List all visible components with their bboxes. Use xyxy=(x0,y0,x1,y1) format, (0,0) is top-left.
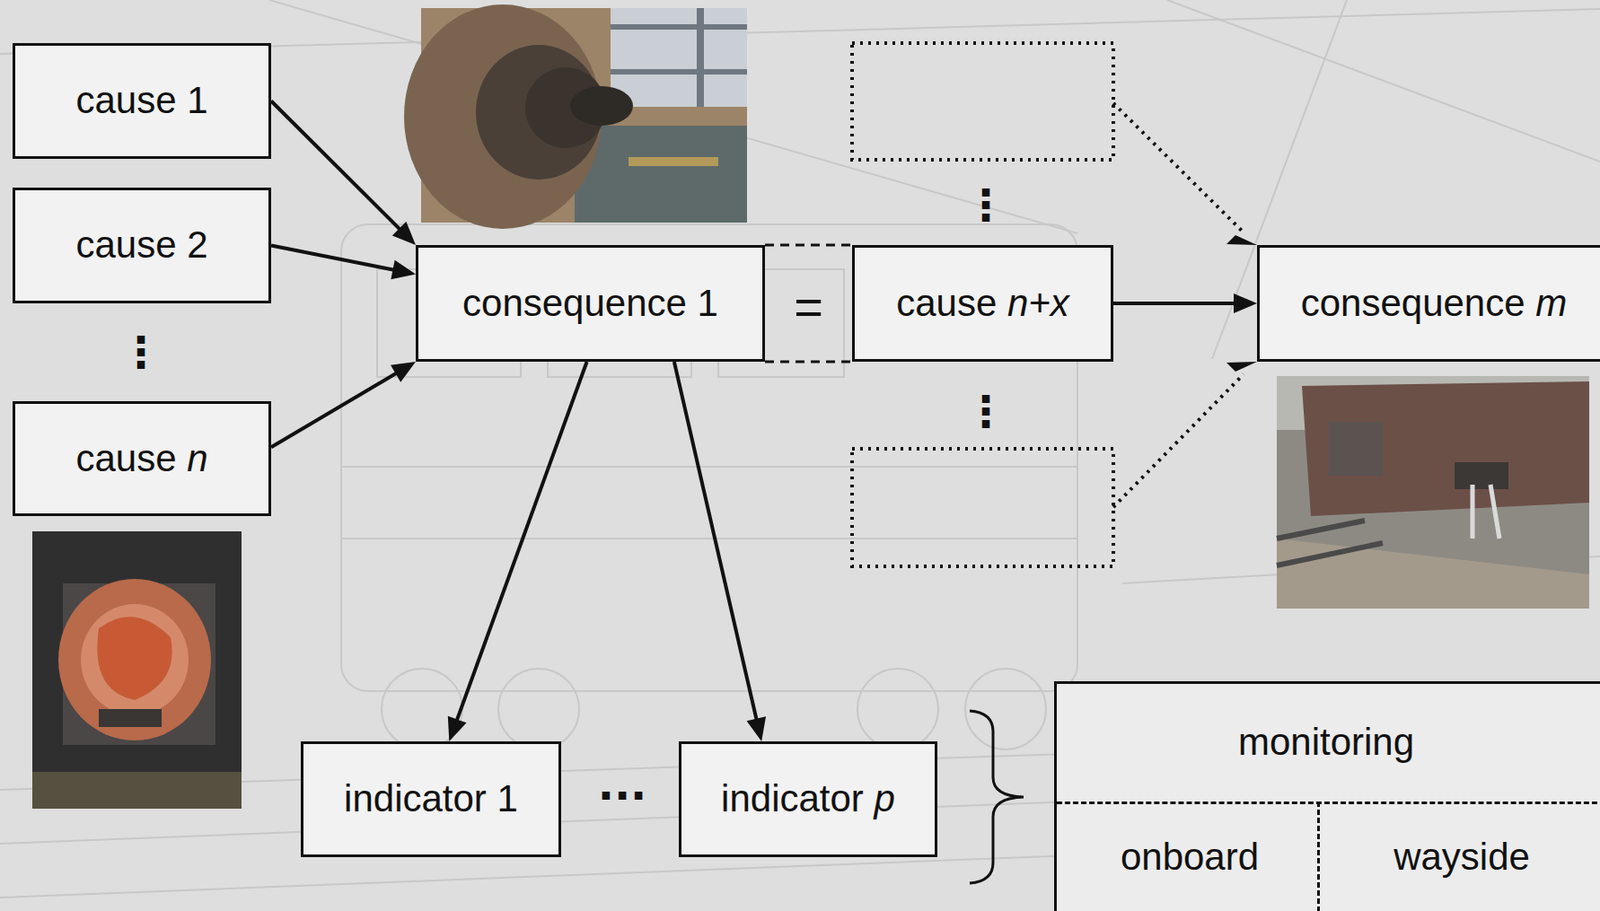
connector-line xyxy=(674,361,757,723)
connector-line xyxy=(271,246,396,272)
arrow-head xyxy=(390,361,416,383)
node-text: indicator 1 xyxy=(343,777,519,821)
arrow-head xyxy=(1226,361,1258,372)
derailment-photo xyxy=(1276,376,1590,609)
dashed-divider xyxy=(1317,801,1320,911)
ellipsis-mark: ⋮ xyxy=(964,389,1008,433)
node-text: monitoring xyxy=(1238,720,1415,765)
equivalence-link xyxy=(764,245,853,362)
node-text: cause 1 xyxy=(75,79,208,123)
node-text: wayside xyxy=(1393,835,1530,880)
connector-line xyxy=(456,361,588,723)
variable-italic: n xyxy=(186,437,208,480)
process-box: cause n+x xyxy=(852,245,1114,362)
connector-line xyxy=(271,371,399,448)
cause-arrow xyxy=(271,246,416,281)
connector-line xyxy=(764,360,853,364)
cause-arrow xyxy=(271,361,416,448)
process-box: cause 2 xyxy=(12,187,272,304)
cause-arrow xyxy=(1113,293,1258,314)
process-box: cause n xyxy=(12,401,272,517)
connector-line xyxy=(1113,301,1238,306)
process-box: cause 1 xyxy=(12,43,272,159)
monitoring-table: monitoring onboard wayside xyxy=(1054,681,1600,911)
edge-label: = xyxy=(793,281,824,333)
arrow-head xyxy=(1226,235,1258,246)
cause-arrow xyxy=(271,101,416,247)
process-box: consequence 1 xyxy=(415,245,765,362)
node-text: cause n xyxy=(75,437,208,481)
connector-line xyxy=(764,244,853,247)
cause-arrow xyxy=(448,361,588,742)
variable-italic: n+x xyxy=(1007,281,1070,325)
cause-arrow xyxy=(674,361,766,742)
node-text: consequence m xyxy=(1301,281,1568,326)
variable-italic: p xyxy=(874,777,896,820)
ellipsis-mark: ⋮ xyxy=(964,183,1008,227)
axlebox-photo xyxy=(32,531,242,809)
node-text: cause n+x xyxy=(896,281,1070,326)
axle-photo xyxy=(404,4,748,229)
node-text: onboard xyxy=(1120,835,1259,880)
ellipsis-mark: ⋮ xyxy=(119,330,163,374)
ellipsis-mark: ··· xyxy=(597,773,648,818)
process-box: consequence m xyxy=(1257,245,1600,362)
process-box: indicator 1 xyxy=(300,741,562,858)
dashed-divider xyxy=(1056,801,1600,805)
dotted-placeholder xyxy=(852,43,1244,567)
curly-brace xyxy=(969,711,1024,884)
node-text: cause 2 xyxy=(75,223,208,267)
process-box: indicator p xyxy=(678,741,938,858)
node-text: consequence 1 xyxy=(462,281,719,326)
node-text: indicator p xyxy=(720,777,896,821)
variable-italic: m xyxy=(1535,281,1567,325)
connector-line xyxy=(271,101,402,232)
